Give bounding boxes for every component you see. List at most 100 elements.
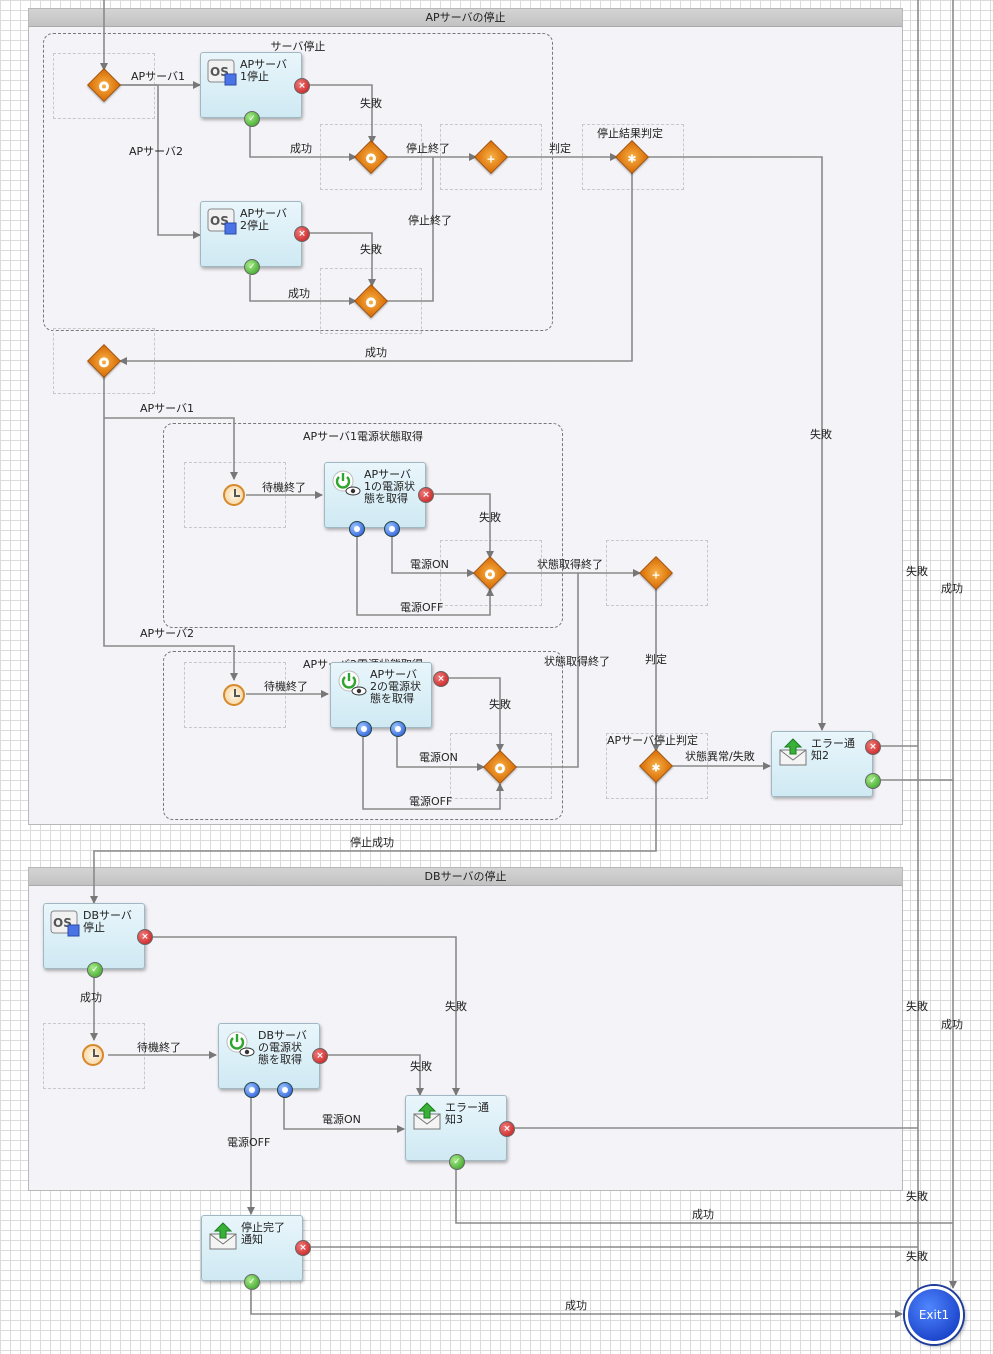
edge-label: 状態取得終了 <box>537 558 603 571</box>
ap2-stop-node[interactable]: OS APサーバ 2停止 × ✓ <box>200 201 310 275</box>
power-off-port[interactable] <box>390 721 406 737</box>
clock-icon[interactable] <box>223 484 245 506</box>
error-port[interactable]: × <box>499 1121 515 1137</box>
edge-label: 判定 <box>645 653 667 666</box>
success-port[interactable]: ✓ <box>449 1154 465 1170</box>
edge-label: APサーバ2 <box>129 145 184 158</box>
edge-label: 電源ON <box>410 558 449 571</box>
edge-label: 待機終了 <box>137 1041 181 1054</box>
clock-icon[interactable] <box>82 1044 104 1066</box>
edge-label: 成功 <box>365 346 387 359</box>
edge-label: 電源OFF <box>400 601 444 614</box>
node-label: DBサーバ 停止 <box>83 909 132 934</box>
success-port[interactable]: ✓ <box>244 111 260 127</box>
error-port[interactable]: × <box>312 1048 328 1064</box>
db-stop-node[interactable]: OS DBサーバ 停止 × ✓ <box>43 903 153 978</box>
ap1-state-node[interactable]: APサーバ 1の電源状 態を取得 × <box>324 462 434 537</box>
edge-label: APサーバ1 <box>131 70 186 83</box>
edge-label: 失敗 <box>906 1000 928 1013</box>
power-eye-icon <box>338 670 367 696</box>
mail-upload-icon <box>779 738 807 766</box>
node-label: DBサーバ の電源状 態を取得 <box>258 1029 307 1066</box>
slot <box>450 733 552 799</box>
group-ap1-power[interactable]: APサーバ1電源状態取得 <box>163 423 563 628</box>
error-notify-2-node[interactable]: エラー通 知2 × ✓ <box>771 731 881 797</box>
edge-label: 停止結果判定 <box>597 127 663 140</box>
edge-label: 失敗 <box>810 428 832 441</box>
mail-upload-icon <box>413 1102 441 1130</box>
node-label: エラー通 知2 <box>811 737 855 762</box>
mail-upload-icon <box>209 1222 237 1250</box>
power-off-port[interactable] <box>384 521 400 537</box>
edge-label: 成功 <box>80 991 102 1004</box>
edge-label: 電源OFF <box>409 795 453 808</box>
edge-label: 待機終了 <box>264 680 308 693</box>
edge-label: 成功 <box>288 287 310 300</box>
edge-label: 失敗 <box>445 1000 467 1013</box>
error-port[interactable]: × <box>295 1240 311 1256</box>
group-title: サーバ停止 <box>270 40 326 53</box>
node-label: APサーバ 2停止 <box>240 207 288 232</box>
edge-label: 成功 <box>290 142 312 155</box>
success-port[interactable]: ✓ <box>87 962 103 978</box>
edge-label: 失敗 <box>906 565 928 578</box>
edge-label: 状態取得終了 <box>544 655 610 668</box>
edge-label: 電源ON <box>419 751 458 764</box>
edge-label: 失敗 <box>410 1060 432 1073</box>
clock-icon[interactable] <box>223 684 245 706</box>
group-server-stop[interactable]: サーバ停止 <box>43 33 553 331</box>
edge-label: 電源OFF <box>227 1136 271 1149</box>
svg-text:OS: OS <box>210 214 229 228</box>
ap1-stop-node[interactable]: OS APサーバ 1停止 × ✓ <box>200 52 310 127</box>
ap2-state-node[interactable]: APサーバ 2の電源状 態を取得 × <box>330 662 449 737</box>
svg-text:OS: OS <box>210 65 229 79</box>
svg-text:OS: OS <box>53 916 72 930</box>
lane-ap-stop: APサーバの停止 <box>28 8 903 825</box>
edge-label: 停止成功 <box>350 836 394 849</box>
power-on-port[interactable] <box>356 721 372 737</box>
node-label: 停止完了 通知 <box>241 1221 285 1246</box>
edge-label: APサーバ停止判定 <box>607 734 699 747</box>
power-on-port[interactable] <box>349 521 365 537</box>
slot <box>184 662 286 728</box>
edge-label: 待機終了 <box>262 481 306 494</box>
exit-node[interactable]: Exit1 <box>905 1286 963 1344</box>
edge-label: 成功 <box>692 1208 714 1221</box>
node-label: APサーバ 2の電源状 態を取得 <box>370 668 421 705</box>
node-label: APサーバ 1の電源状 態を取得 <box>364 468 415 505</box>
error-port[interactable]: × <box>137 929 153 945</box>
edge-label: 失敗 <box>489 698 511 711</box>
edge-label: 判定 <box>549 142 571 155</box>
node-label: エラー通 知3 <box>445 1101 489 1126</box>
error-port[interactable]: × <box>865 739 881 755</box>
success-port[interactable]: ✓ <box>244 1274 260 1290</box>
stop-done-node[interactable]: 停止完了 通知 × ✓ <box>201 1215 311 1290</box>
edge-label: 失敗 <box>360 243 382 256</box>
success-port[interactable]: ✓ <box>865 773 881 789</box>
error-notify-3-node[interactable]: エラー通 知3 × ✓ <box>405 1095 515 1170</box>
edge-label: 停止終了 <box>408 214 452 227</box>
edge-label: 成功 <box>565 1299 587 1312</box>
node-label: APサーバ 1停止 <box>240 58 288 83</box>
edge-label: APサーバ2 <box>140 627 195 640</box>
db-state-node[interactable]: DBサーバ の電源状 態を取得 × <box>218 1023 328 1098</box>
os-stop-icon: OS <box>207 208 237 235</box>
error-port[interactable]: × <box>418 487 434 503</box>
power-eye-icon <box>226 1031 255 1057</box>
power-eye-icon <box>332 470 361 496</box>
power-on-port[interactable] <box>277 1082 293 1098</box>
os-stop-icon: OS <box>207 59 237 86</box>
edge-label: 成功 <box>941 582 963 595</box>
success-port[interactable]: ✓ <box>244 259 260 275</box>
edge-label: APサーバ1 <box>140 402 195 415</box>
power-off-port[interactable] <box>244 1082 260 1098</box>
error-port[interactable]: × <box>294 78 310 94</box>
edge-label: 失敗 <box>479 511 501 524</box>
error-port[interactable]: × <box>433 671 449 687</box>
error-port[interactable]: × <box>294 226 310 242</box>
lane-title: APサーバの停止 <box>29 9 902 27</box>
lane-title: DBサーバの停止 <box>29 868 902 886</box>
edge-label: 状態異常/失敗 <box>685 750 755 763</box>
